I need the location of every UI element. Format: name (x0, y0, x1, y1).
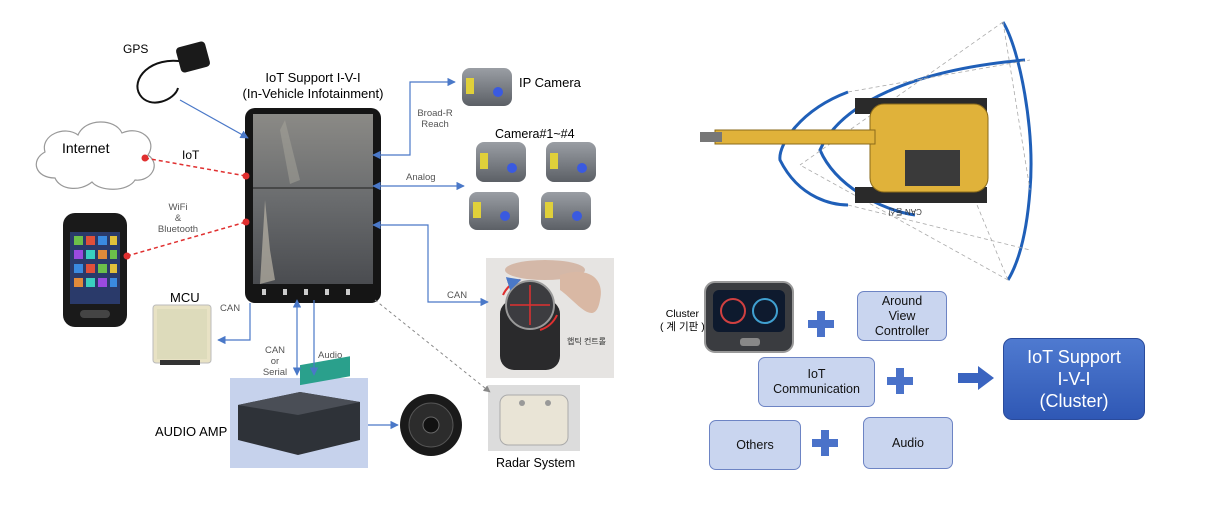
ip-camera-icon (462, 68, 512, 106)
plus-icon (808, 311, 834, 337)
final-line3: (Cluster) (1039, 391, 1109, 411)
camera-4-icon (541, 192, 591, 230)
excavator-topview-icon (700, 21, 1033, 281)
plus-icon (812, 430, 838, 456)
gps-label: GPS (123, 42, 149, 56)
iot-communication-box: IoT Communication (758, 357, 875, 407)
excavator-can-label: CAN 통신 (888, 207, 922, 216)
camera-3-icon (469, 192, 519, 230)
cameras-label: Camera#1~#4 (495, 127, 575, 141)
cluster-label-line2: ( 계 기판 ) (660, 321, 705, 333)
analog-label: Analog (406, 172, 436, 183)
wifi-bluetooth-label: WiFi & Bluetooth (157, 202, 199, 235)
cluster-label: Cluster ( 계 기판 ) (660, 308, 705, 334)
plus-icon (887, 368, 913, 394)
audio-box: Audio (863, 417, 953, 469)
internet-label: Internet (62, 140, 110, 156)
cluster-device-icon (704, 281, 794, 353)
mcu-module-icon (152, 304, 212, 365)
mcu-can-label: CAN (220, 303, 241, 314)
radar-sensor-icon (488, 385, 580, 451)
audio-amp-label: AUDIO AMP (155, 424, 228, 439)
final-line1: IoT Support (1027, 347, 1121, 367)
iot-link-label: IoT (182, 148, 200, 162)
ivi-title-line2: (In-Vehicle Infotainment) (242, 86, 384, 101)
ivi-tablet-icon (245, 108, 381, 303)
around-view-box: Around View Controller (857, 291, 947, 341)
audio-link-label: Audio (318, 350, 343, 361)
haptic-controller-icon (486, 258, 614, 378)
smartphone-icon (63, 213, 127, 327)
audio-amp-icon (230, 356, 368, 468)
ivi-title-line1: IoT Support I-V-I (265, 70, 361, 85)
gps-antenna-icon (136, 41, 210, 104)
camera-2-icon (546, 142, 596, 182)
result-arrow-icon (958, 366, 994, 390)
internet-cloud-icon (35, 121, 155, 190)
others-box: Others (709, 420, 801, 470)
ip-camera-label: IP Camera (519, 75, 581, 90)
broadr-reach-label: Broad-R Reach (417, 108, 453, 130)
camera-1-icon (476, 142, 526, 182)
mcu-label: MCU (170, 290, 200, 305)
final-line2: I-V-I (1057, 369, 1091, 389)
ivi-title: IoT Support I-V-I (In-Vehicle Infotainme… (228, 70, 398, 102)
can-serial-label: CAN or Serial (262, 345, 288, 378)
iot-support-ivi-cluster-box: IoT Support I-V-I (Cluster) (1003, 338, 1145, 420)
haptic-caption: 햅틱 컨트롤 (567, 337, 607, 346)
cluster-label-line1: Cluster (665, 308, 699, 320)
radar-label: Radar System (496, 456, 576, 470)
haptic-can-label: CAN (447, 290, 468, 301)
connectors (179, 77, 489, 430)
speaker-icon (400, 394, 462, 456)
